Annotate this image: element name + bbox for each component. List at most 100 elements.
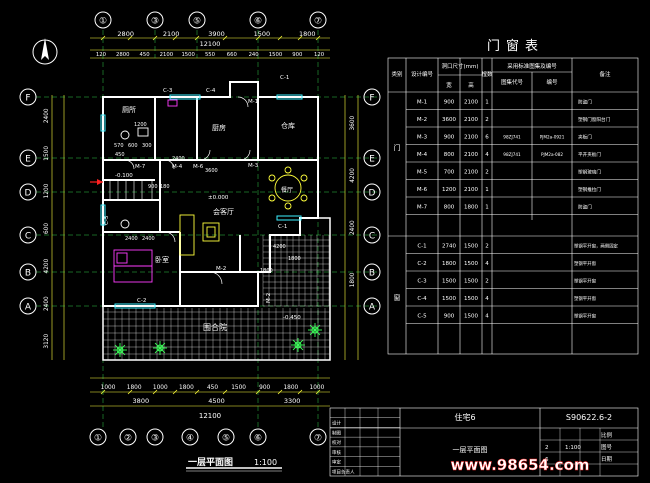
axis-bubble-right: A: [363, 297, 381, 315]
svg-text:B: B: [369, 269, 375, 279]
svg-text:M-7: M-7: [417, 205, 428, 211]
interior-dimension-text: 1800: [288, 256, 301, 262]
svg-text:C-1: C-1: [280, 75, 289, 81]
svg-text:4: 4: [485, 296, 489, 302]
axis-bubble-top: ⑦: [309, 11, 327, 29]
svg-text:1800: 1800: [464, 205, 478, 211]
room-label-courtyard: 围合院: [203, 322, 227, 332]
axis-bubble-top: ⑥: [249, 11, 267, 29]
svg-text:1200: 1200: [442, 187, 456, 193]
dimension-text: 1800: [350, 272, 356, 287]
plan-title-text: 一层平面图: [188, 457, 233, 468]
stove-icon: [167, 99, 178, 107]
svg-text:④: ④: [186, 434, 194, 444]
svg-text:1500: 1500: [464, 244, 478, 250]
dimension-text: 3800: [133, 397, 150, 405]
bed-icon: [113, 249, 153, 283]
svg-text:1500: 1500: [464, 261, 478, 267]
level-marks: ±0.000 -0.100 -0.450: [115, 173, 301, 321]
axis-bubble-top: ⑤: [188, 11, 206, 29]
svg-text:900: 900: [444, 314, 455, 320]
dimension-text: 240: [249, 52, 260, 58]
svg-text:C-3: C-3: [163, 88, 173, 94]
svg-text:4: 4: [485, 152, 489, 158]
door-swings: [124, 96, 251, 285]
dimension-text: 4200: [44, 258, 50, 273]
svg-text:4: 4: [485, 261, 489, 267]
title-block-label: 制图: [332, 429, 341, 436]
svg-text:塑钢平开窗: 塑钢平开窗: [574, 295, 597, 302]
dimension-text: 3900: [208, 30, 225, 38]
svg-text:塑钢门窗阳台门: 塑钢门窗阳台门: [578, 116, 611, 123]
room-label-toilet: 厕所: [122, 105, 136, 114]
door-window-tags: M-1 C-5 M-2 M-3 M-4 M-6 M-7 M-2 C-1 C-2 …: [104, 75, 289, 304]
svg-text:⑥: ⑥: [254, 434, 262, 444]
interior-dimension-text: 2400: [125, 236, 138, 242]
dimension-text: 4200: [350, 168, 356, 183]
interior-dimension-text: 300: [142, 143, 152, 149]
entry-arrow-icon: [90, 179, 103, 185]
svg-text:E: E: [369, 155, 375, 165]
axis-bubble-left: C: [19, 226, 37, 244]
north-arrow-icon: [32, 38, 58, 65]
svg-text:1: 1: [485, 100, 489, 106]
schedule-window-category: 窗: [394, 293, 401, 302]
axis-bubble-bottom: ②: [119, 428, 137, 446]
svg-text:D: D: [369, 189, 376, 199]
svg-text:98ZJ741: 98ZJ741: [503, 152, 521, 157]
dimension-text: 120: [96, 52, 107, 58]
dimension-text: 2400: [44, 108, 50, 123]
schedule-header: 洞口尺寸(mm): [441, 62, 478, 70]
sofa-icon: [179, 214, 220, 256]
svg-text:2: 2: [485, 279, 489, 285]
svg-text:C: C: [369, 232, 375, 242]
window-symbols: [100, 94, 303, 309]
svg-text:M-4: M-4: [417, 152, 428, 158]
furniture: [113, 99, 322, 357]
svg-text:F: F: [25, 94, 30, 104]
dimension-text: 660: [227, 52, 238, 58]
dimension-text: 450: [139, 52, 150, 58]
svg-text:2740: 2740: [442, 244, 456, 250]
schedule-header: 备注: [599, 70, 611, 78]
dimension-text: 1800: [299, 30, 316, 38]
dimension-text: 550: [205, 52, 216, 58]
axis-bubble-right: F: [363, 88, 381, 106]
svg-text:塑钢平开窗: 塑钢平开窗: [574, 260, 597, 267]
svg-text:C-4: C-4: [417, 296, 427, 302]
axis-bubble-top: ③: [146, 11, 164, 29]
interior-dimension-text: 4200: [273, 244, 286, 250]
svg-text:PJM2a-0921: PJM2a-0921: [540, 135, 565, 140]
plan-title: 一层平面图 1:100: [186, 457, 282, 472]
dimension-text: 1500: [254, 30, 271, 38]
dimension-text: 1500: [44, 146, 50, 161]
svg-text:②: ②: [124, 434, 132, 444]
schedule-header: 樘数: [481, 70, 493, 78]
title-block-label: 审定: [332, 459, 341, 466]
dimension-text: 2800: [116, 52, 130, 58]
right-axis-bubbles: F E D C B A: [363, 88, 381, 315]
svg-text:M-2: M-2: [266, 293, 272, 303]
room-label-dining: 餐厅: [281, 186, 293, 194]
dimension-text: 1500: [231, 385, 246, 391]
svg-text:M-6: M-6: [193, 164, 204, 170]
axis-bubble-bottom: ⑥: [249, 428, 267, 446]
schedule-header: 宽: [446, 81, 452, 89]
svg-text:2100: 2100: [464, 117, 478, 123]
courtyard-wall: [102, 217, 331, 361]
svg-text:M-3: M-3: [248, 163, 259, 169]
svg-text:③: ③: [151, 17, 159, 27]
svg-text:⑤: ⑤: [222, 434, 230, 444]
schedule-header: 图集代号: [501, 78, 524, 86]
svg-text:A: A: [25, 303, 32, 313]
svg-text:M-1: M-1: [248, 99, 258, 105]
svg-text:-0.450: -0.450: [283, 315, 301, 321]
